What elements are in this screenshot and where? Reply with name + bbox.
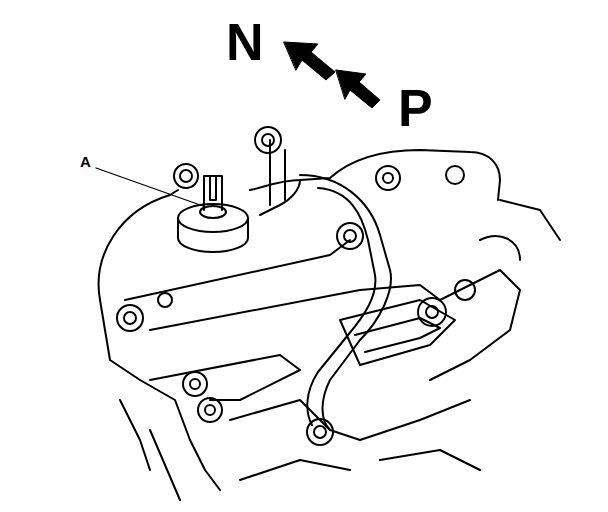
- shaft-slot: [210, 176, 216, 200]
- direction-arrow: [284, 42, 380, 108]
- passage: [355, 318, 440, 352]
- position-letter: P: [398, 82, 433, 134]
- passage: [430, 270, 520, 380]
- housing-outline: [99, 150, 500, 300]
- callout-letter: A: [80, 154, 91, 169]
- passage: [340, 300, 455, 365]
- passage: [230, 400, 470, 440]
- passage: [150, 430, 480, 500]
- passage: [307, 188, 375, 425]
- passage: [480, 200, 560, 260]
- plate-edge: [125, 240, 350, 300]
- shaft: [204, 176, 222, 210]
- boss: [178, 218, 248, 252]
- bolt-boss: [117, 127, 475, 445]
- passage: [300, 175, 391, 430]
- passage: [150, 355, 300, 400]
- boss: [178, 204, 248, 232]
- passage: [120, 400, 150, 470]
- housing-outline: [260, 180, 300, 215]
- position-letter: N: [226, 16, 264, 68]
